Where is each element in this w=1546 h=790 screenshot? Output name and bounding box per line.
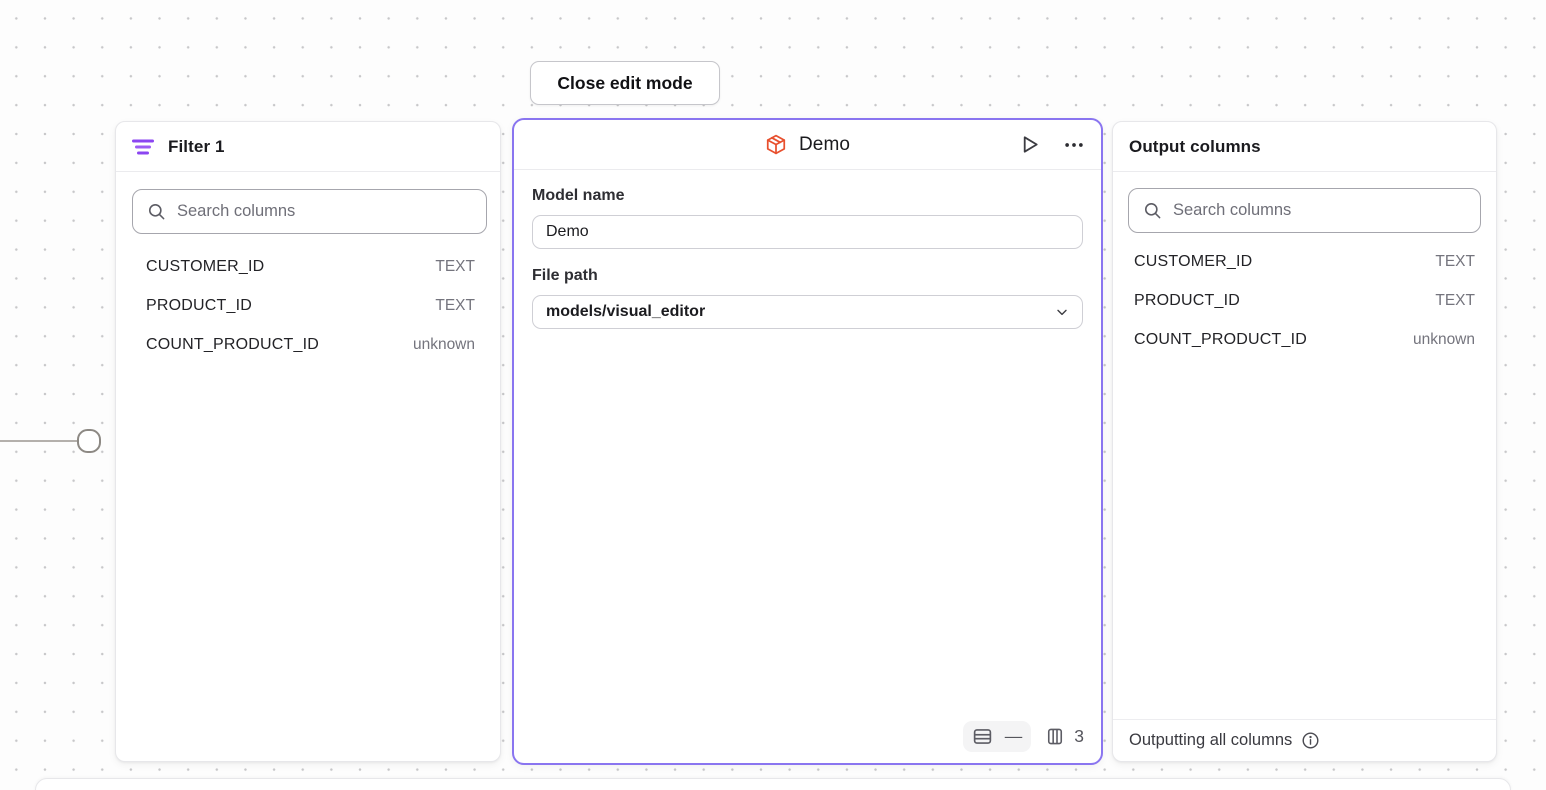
table-columns-icon <box>1045 726 1065 747</box>
column-count-indicator[interactable]: 3 <box>1045 726 1084 747</box>
filter-panel-body: CUSTOMER_ID TEXT PRODUCT_ID TEXT COUNT_P… <box>116 172 500 364</box>
column-name: CUSTOMER_ID <box>1134 252 1253 270</box>
filter-search-box <box>132 189 487 234</box>
column-name: COUNT_PRODUCT_ID <box>146 335 319 353</box>
output-search-box <box>1128 188 1481 233</box>
row-limit-value: — <box>1004 726 1023 746</box>
filter-column-list: CUSTOMER_ID TEXT PRODUCT_ID TEXT COUNT_P… <box>132 247 487 364</box>
search-icon <box>1143 201 1162 220</box>
column-name: CUSTOMER_ID <box>146 257 265 275</box>
model-panel-title: Demo <box>798 133 851 155</box>
model-cube-icon <box>765 133 787 156</box>
column-row[interactable]: CUSTOMER_ID TEXT <box>1128 242 1481 281</box>
model-name-input[interactable] <box>532 215 1083 249</box>
edge-connector-line <box>0 440 79 442</box>
file-path-label: File path <box>532 267 598 284</box>
close-edit-mode-button[interactable]: Close edit mode <box>530 61 720 105</box>
model-node-panel: Demo Model name File path mod <box>512 118 1103 765</box>
filter-icon <box>132 137 154 157</box>
column-count-value: 3 <box>1074 726 1084 746</box>
column-row[interactable]: PRODUCT_ID TEXT <box>132 286 487 325</box>
column-type: unknown <box>412 335 475 353</box>
model-header-actions <box>1016 120 1087 169</box>
column-type: unknown <box>1412 330 1475 348</box>
file-path-value: models/visual_editor <box>546 303 706 320</box>
output-column-list: CUSTOMER_ID TEXT PRODUCT_ID TEXT COUNT_P… <box>1128 242 1481 359</box>
output-search-input[interactable] <box>1173 201 1466 220</box>
column-type: TEXT <box>1435 291 1475 309</box>
output-columns-panel: Output columns CUSTOMER_ID TEXT PRODUCT_… <box>1112 121 1497 762</box>
output-footer-text: Outputting all columns <box>1129 731 1293 749</box>
table-rows-icon <box>972 726 993 747</box>
output-panel-footer: Outputting all columns <box>1113 719 1496 761</box>
run-model-button[interactable] <box>1016 131 1043 158</box>
column-type: TEXT <box>1435 252 1475 270</box>
column-name: PRODUCT_ID <box>1134 291 1241 309</box>
column-row[interactable]: COUNT_PRODUCT_ID unknown <box>132 325 487 364</box>
row-limit-control[interactable]: — <box>962 721 1032 752</box>
more-options-button[interactable] <box>1061 132 1087 158</box>
filter-panel-title: Filter 1 <box>168 136 225 156</box>
model-name-label: Model name <box>532 187 625 204</box>
column-name: PRODUCT_ID <box>146 296 253 314</box>
model-panel-header: Demo <box>514 120 1101 170</box>
output-panel-title: Output columns <box>1129 136 1261 156</box>
filter-node-panel: Filter 1 CUSTOMER_ID TEXT PRODUCT_ID TEX <box>115 121 501 762</box>
output-panel-header: Output columns <box>1113 122 1496 172</box>
bottom-panel-edge[interactable] <box>35 778 1511 790</box>
model-panel-body: Model name File path models/visual_edito… <box>514 170 1101 329</box>
model-panel-footer: — 3 <box>962 721 1084 752</box>
file-path-select[interactable]: models/visual_editor <box>532 295 1083 329</box>
chevron-down-icon <box>1054 304 1070 320</box>
info-icon[interactable] <box>1301 731 1320 750</box>
column-row[interactable]: CUSTOMER_ID TEXT <box>132 247 487 286</box>
filter-panel-header: Filter 1 <box>116 122 500 172</box>
edge-connector-handle[interactable] <box>77 429 101 453</box>
filter-search-input[interactable] <box>177 202 472 221</box>
column-type: TEXT <box>435 296 475 314</box>
column-row[interactable]: PRODUCT_ID TEXT <box>1128 281 1481 320</box>
output-panel-body: CUSTOMER_ID TEXT PRODUCT_ID TEXT COUNT_P… <box>1113 172 1496 359</box>
column-type: TEXT <box>435 257 475 275</box>
column-name: COUNT_PRODUCT_ID <box>1134 330 1307 348</box>
column-row[interactable]: COUNT_PRODUCT_ID unknown <box>1128 320 1481 359</box>
search-icon <box>147 202 166 221</box>
